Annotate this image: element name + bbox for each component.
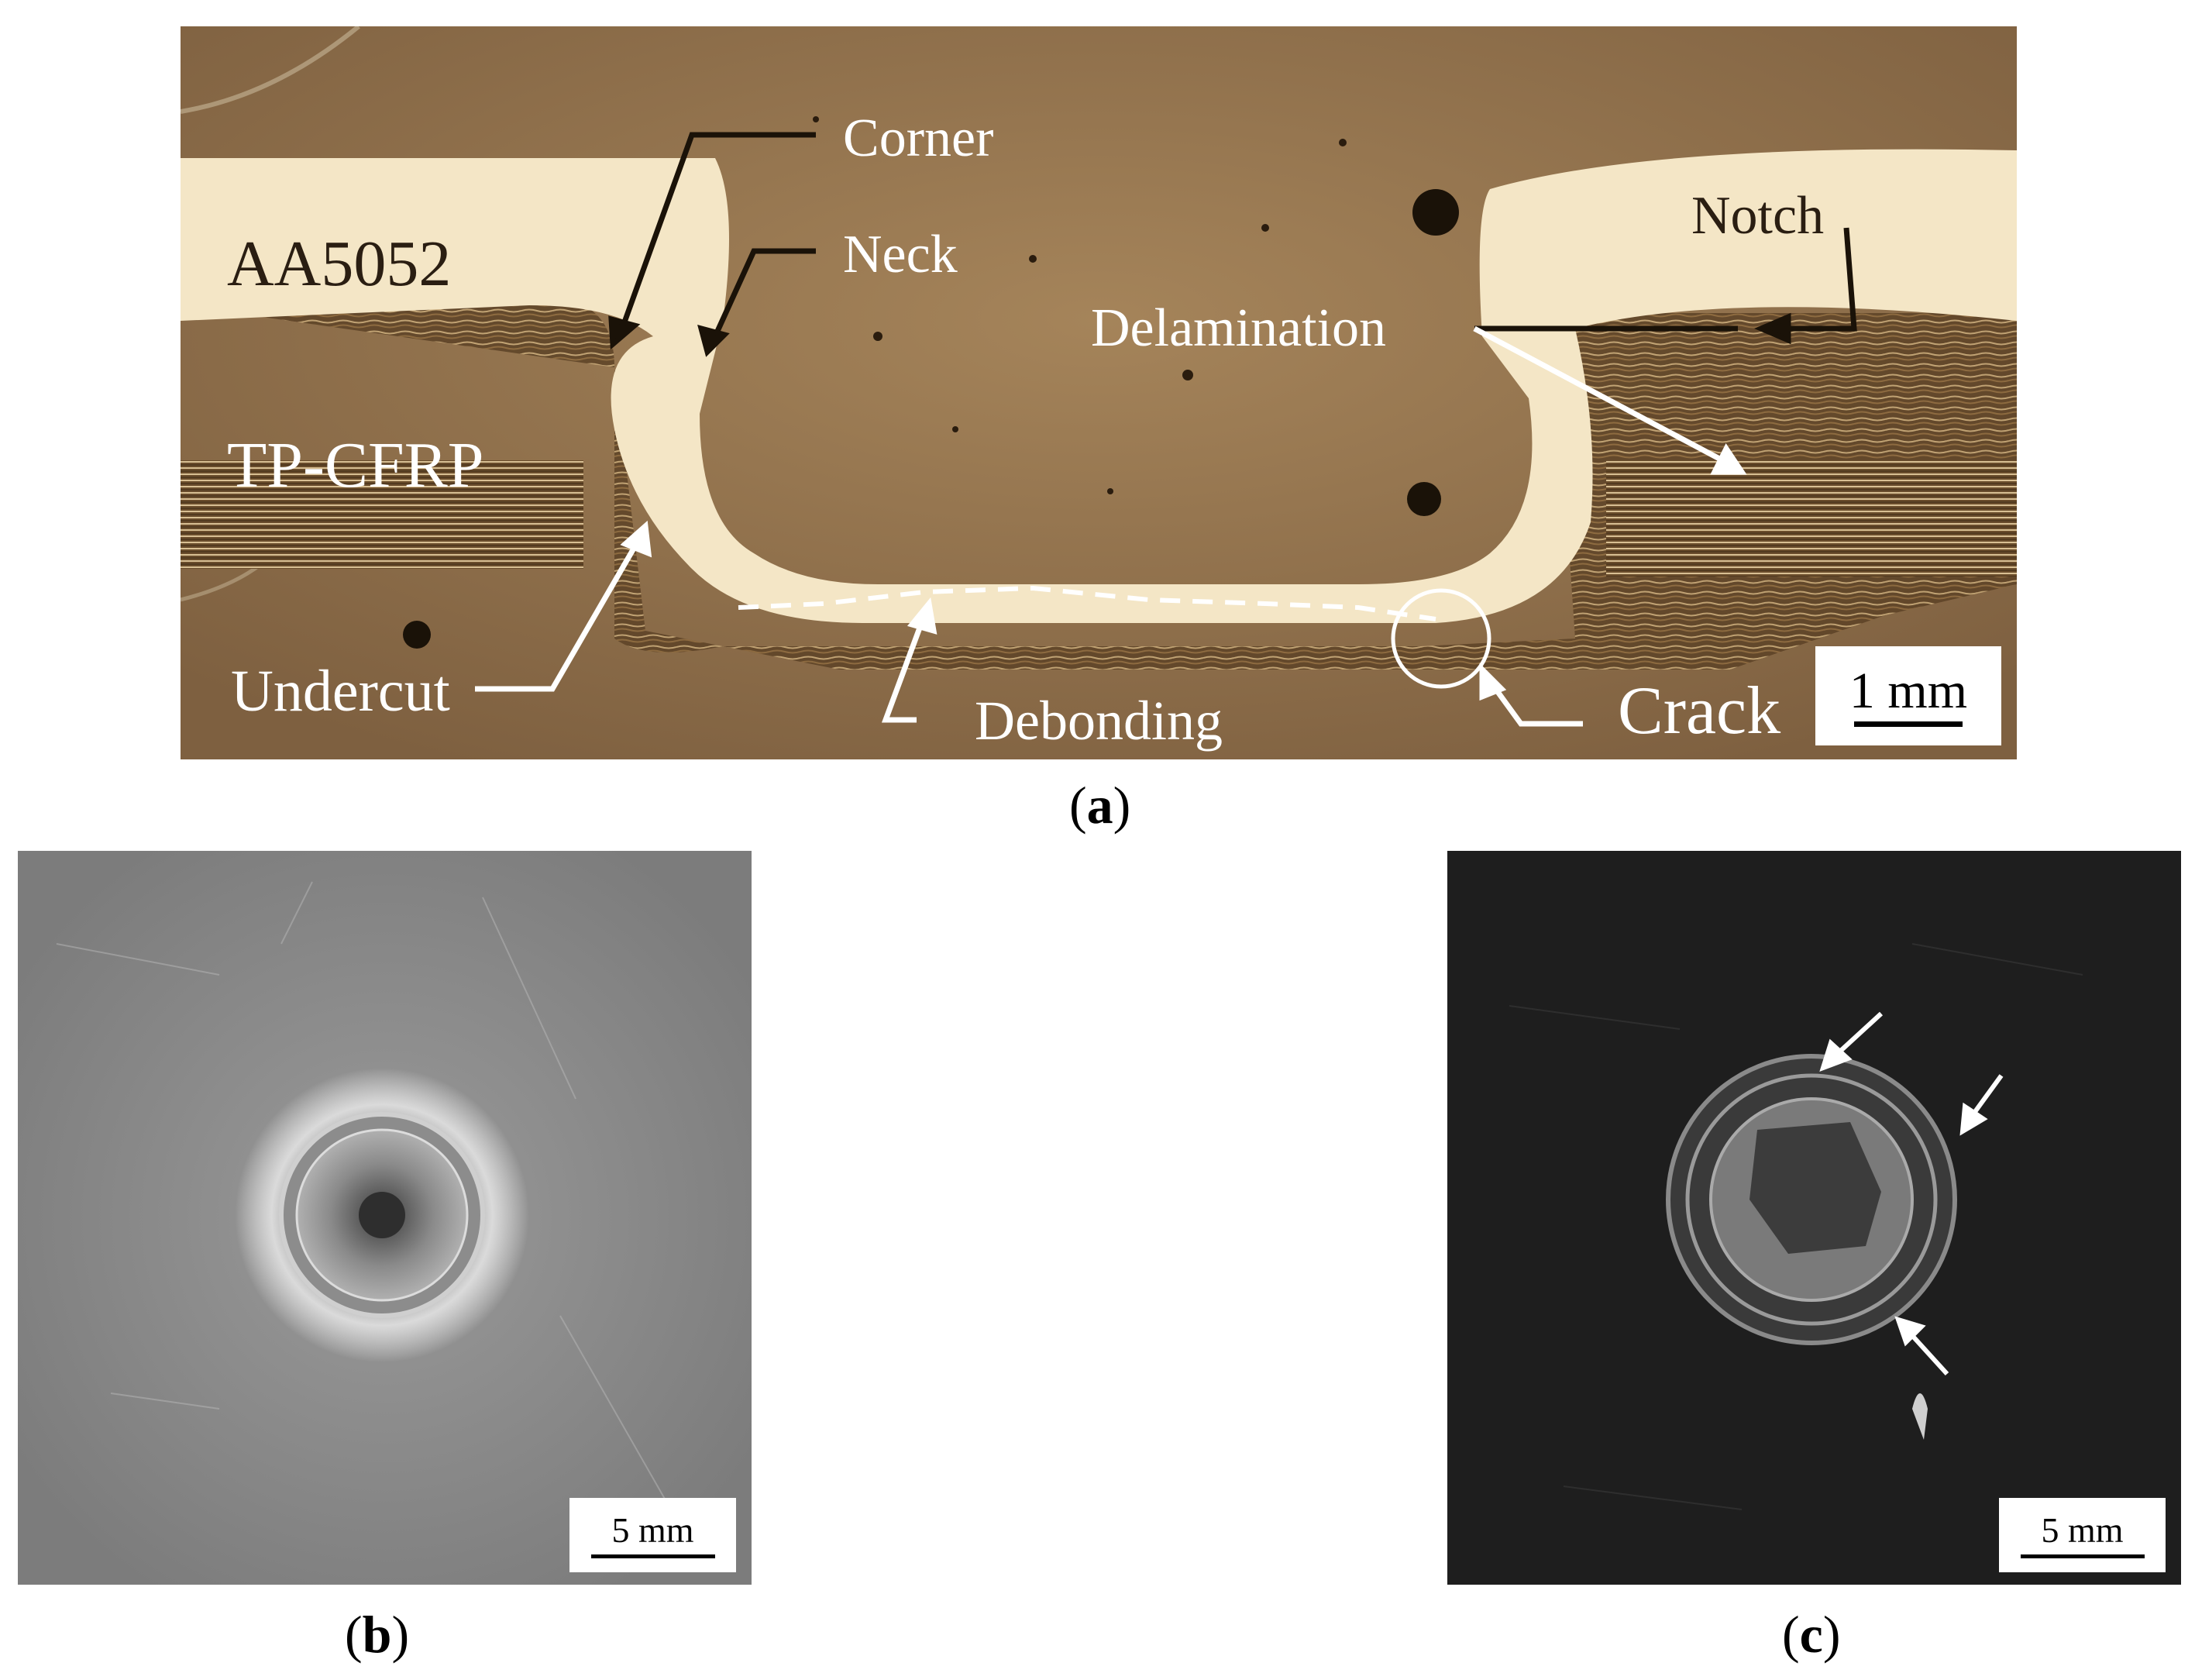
caption-b: (b) bbox=[345, 1605, 410, 1664]
plate-b-image bbox=[18, 851, 752, 1585]
scale-label-a: 1 mm bbox=[1849, 662, 1968, 719]
scale-label-b: 5 mm bbox=[611, 1510, 694, 1550]
label-tp-cfrp: TP-CFRP bbox=[227, 429, 484, 501]
label-debonding: Debonding bbox=[975, 690, 1223, 752]
label-delamination: Delamination bbox=[1091, 298, 1387, 358]
micrograph-image bbox=[181, 26, 2017, 759]
scale-bar-c: 5 mm bbox=[1999, 1498, 2166, 1572]
scale-line-b bbox=[590, 1554, 715, 1558]
plate-photo-cfrp: 5 mm bbox=[1447, 851, 2181, 1585]
label-corner: Corner bbox=[843, 108, 994, 168]
label-aa5052: AA5052 bbox=[227, 228, 452, 300]
caption-a: (a) bbox=[1069, 776, 1131, 835]
scale-bar-a: 1 mm bbox=[1815, 646, 2001, 745]
scale-line-a bbox=[1854, 721, 1963, 727]
micrograph-cross-section: Corner Neck Notch AA5052 Delamination TP… bbox=[181, 26, 2017, 759]
label-crack: Crack bbox=[1618, 673, 1781, 749]
scale-label-c: 5 mm bbox=[2041, 1510, 2124, 1550]
scale-bar-b: 5 mm bbox=[569, 1498, 736, 1572]
plate-c-image bbox=[1447, 851, 2181, 1585]
plate-photo-aluminum: 5 mm bbox=[18, 851, 752, 1585]
label-undercut: Undercut bbox=[231, 659, 450, 724]
caption-c: (c) bbox=[1782, 1605, 1841, 1664]
scale-line-c bbox=[2020, 1554, 2145, 1558]
label-notch: Notch bbox=[1691, 186, 1825, 246]
label-neck: Neck bbox=[843, 225, 958, 284]
